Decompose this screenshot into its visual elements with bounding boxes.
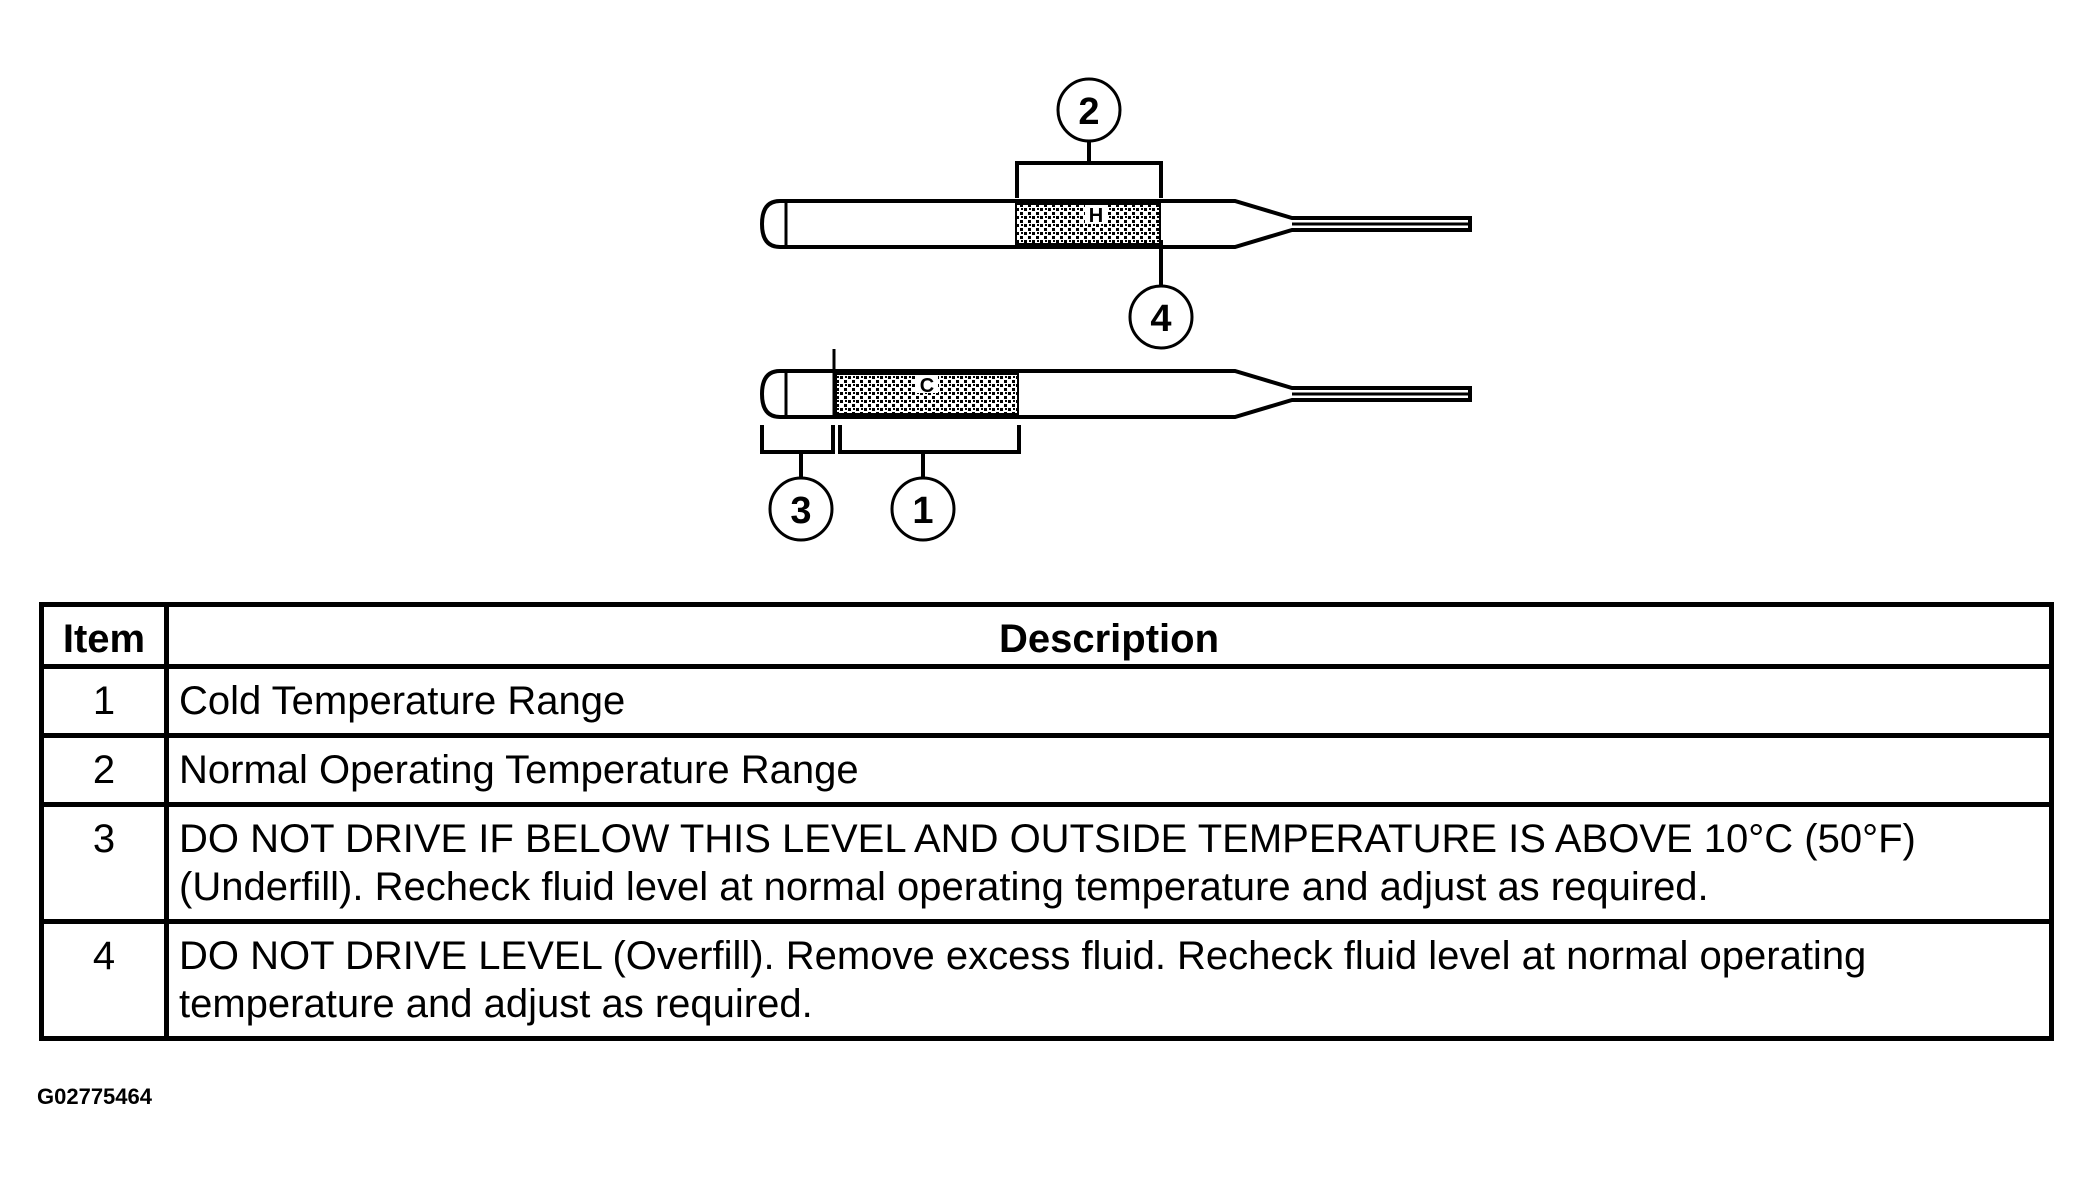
item-description: Normal Operating Temperature Range (164, 733, 2054, 807)
table-row: 3 DO NOT DRIVE IF BELOW THIS LEVEL AND O… (39, 802, 2054, 924)
callout-3-number: 3 (790, 490, 811, 532)
callout-1-number: 1 (912, 490, 933, 532)
table-row: 4 DO NOT DRIVE LEVEL (Overfill). Remove … (39, 919, 2054, 1041)
item-description-line: temperature and adjust as required. (179, 982, 813, 1026)
item-number: 3 (39, 802, 169, 924)
lower-dipstick: C (759, 349, 1472, 419)
upper-dipstick: H (759, 199, 1472, 249)
dipstick-diagram: H C 2 4 3 1 (759, 77, 1472, 542)
item-description: DO NOT DRIVE IF BELOW THIS LEVEL AND OUT… (164, 802, 2054, 924)
item-description: Cold Temperature Range (164, 664, 2054, 738)
legend-table: Item Description 1 Cold Temperature Rang… (39, 602, 2054, 1041)
item-column-header: Item (39, 602, 169, 669)
callout-4: 4 (1128, 240, 1194, 350)
item-description-line: DO NOT DRIVE LEVEL (Overfill). Remove ex… (179, 934, 1867, 978)
hot-mark-label: H (1089, 205, 1103, 227)
table-row: 1 Cold Temperature Range (39, 664, 2054, 738)
figure-id: G02775464 (37, 1084, 152, 1109)
cold-mark-label: C (920, 375, 934, 397)
table-row: 2 Normal Operating Temperature Range (39, 733, 2054, 807)
callout-4-number: 4 (1150, 298, 1171, 340)
callout-3: 3 (760, 425, 835, 542)
item-description: DO NOT DRIVE LEVEL (Overfill). Remove ex… (164, 919, 2054, 1041)
item-description-line: DO NOT DRIVE IF BELOW THIS LEVEL AND OUT… (179, 817, 1916, 861)
callout-2: 2 (1015, 77, 1163, 198)
table-header-row: Item Description (39, 602, 2054, 669)
item-number: 4 (39, 919, 169, 1041)
item-number: 2 (39, 733, 169, 807)
description-column-header: Description (164, 602, 2054, 669)
callout-1: 1 (838, 425, 1021, 542)
item-description-line: (Underfill). Recheck fluid level at norm… (179, 865, 1709, 909)
callout-2-number: 2 (1078, 91, 1099, 133)
item-number: 1 (39, 664, 169, 738)
